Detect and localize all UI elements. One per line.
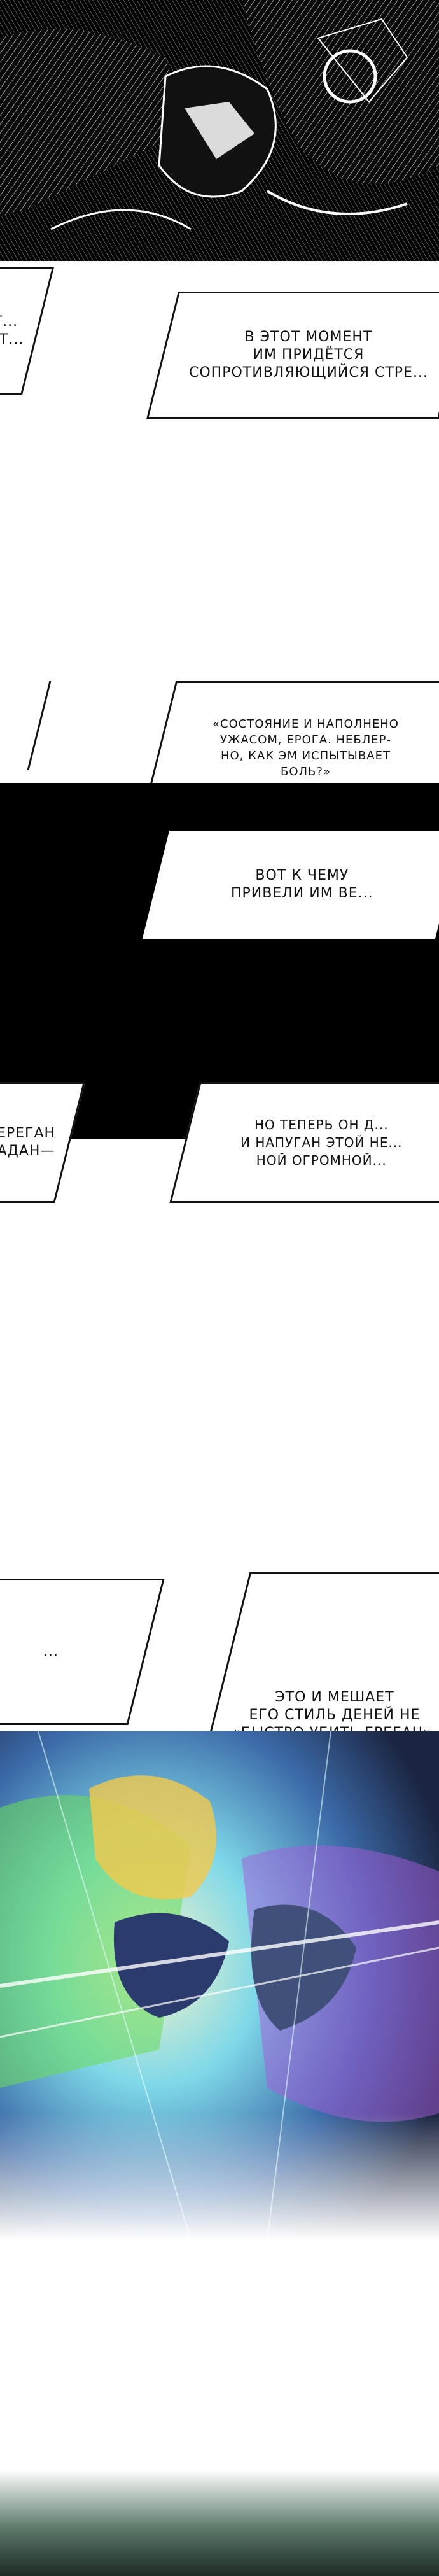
narration-text-3: ВОТ К ЧЕМУ ПРИВЕЛИ ИМ ВЕ...: [231, 868, 373, 901]
narration-text-1-left: ЭТ... НИТ...: [0, 314, 24, 348]
bottom-dark-strip: [0, 2470, 439, 2576]
top-comic-panel: [0, 0, 439, 261]
left-black-wedge: [0, 681, 52, 770]
narration-text-4: НО ТЕПЕРЬ ОН Д... И НАПУГАН ЭТОЙ НЕ... Н…: [240, 1117, 403, 1168]
armored-figure-artwork: [0, 0, 439, 261]
narration-text-1: В ЭТОТ МОМЕНТ ИМ ПРИДЁТСЯ СОПРОТИВЛЯЮЩИЙ…: [189, 329, 428, 381]
narration-box-3: ВОТ К ЧЕМУ ПРИВЕЛИ ИМ ВЕ...: [142, 831, 439, 939]
narration-box-1-left: ЭТ... НИТ...: [0, 267, 54, 395]
narration-text-4-left: ...ЕРЕГАН ...АДАН—: [0, 1125, 55, 1159]
narration-box-4-left: ...ЕРЕГАН ...АДАН—: [0, 1082, 85, 1203]
narration-box-5-left: ...: [0, 1579, 165, 1725]
narration-text-5-left: ...: [43, 1643, 59, 1659]
narration-box-1: В ЭТОТ МОМЕНТ ИМ ПРИДЁТСЯ СОПРОТИВЛЯЮЩИЙ…: [146, 292, 439, 419]
glowing-clash-artwork: [0, 1731, 439, 2241]
action-comic-panel: [0, 1731, 439, 2241]
narration-box-4: НО ТЕПЕРЬ ОН Д... И НАПУГАН ЭТОЙ НЕ... Н…: [169, 1082, 439, 1203]
narration-text-2: «СОСТОЯНИЕ И НАПОЛНЕНО УЖАСОМ, ЕРОГА. НЕ…: [212, 717, 399, 778]
